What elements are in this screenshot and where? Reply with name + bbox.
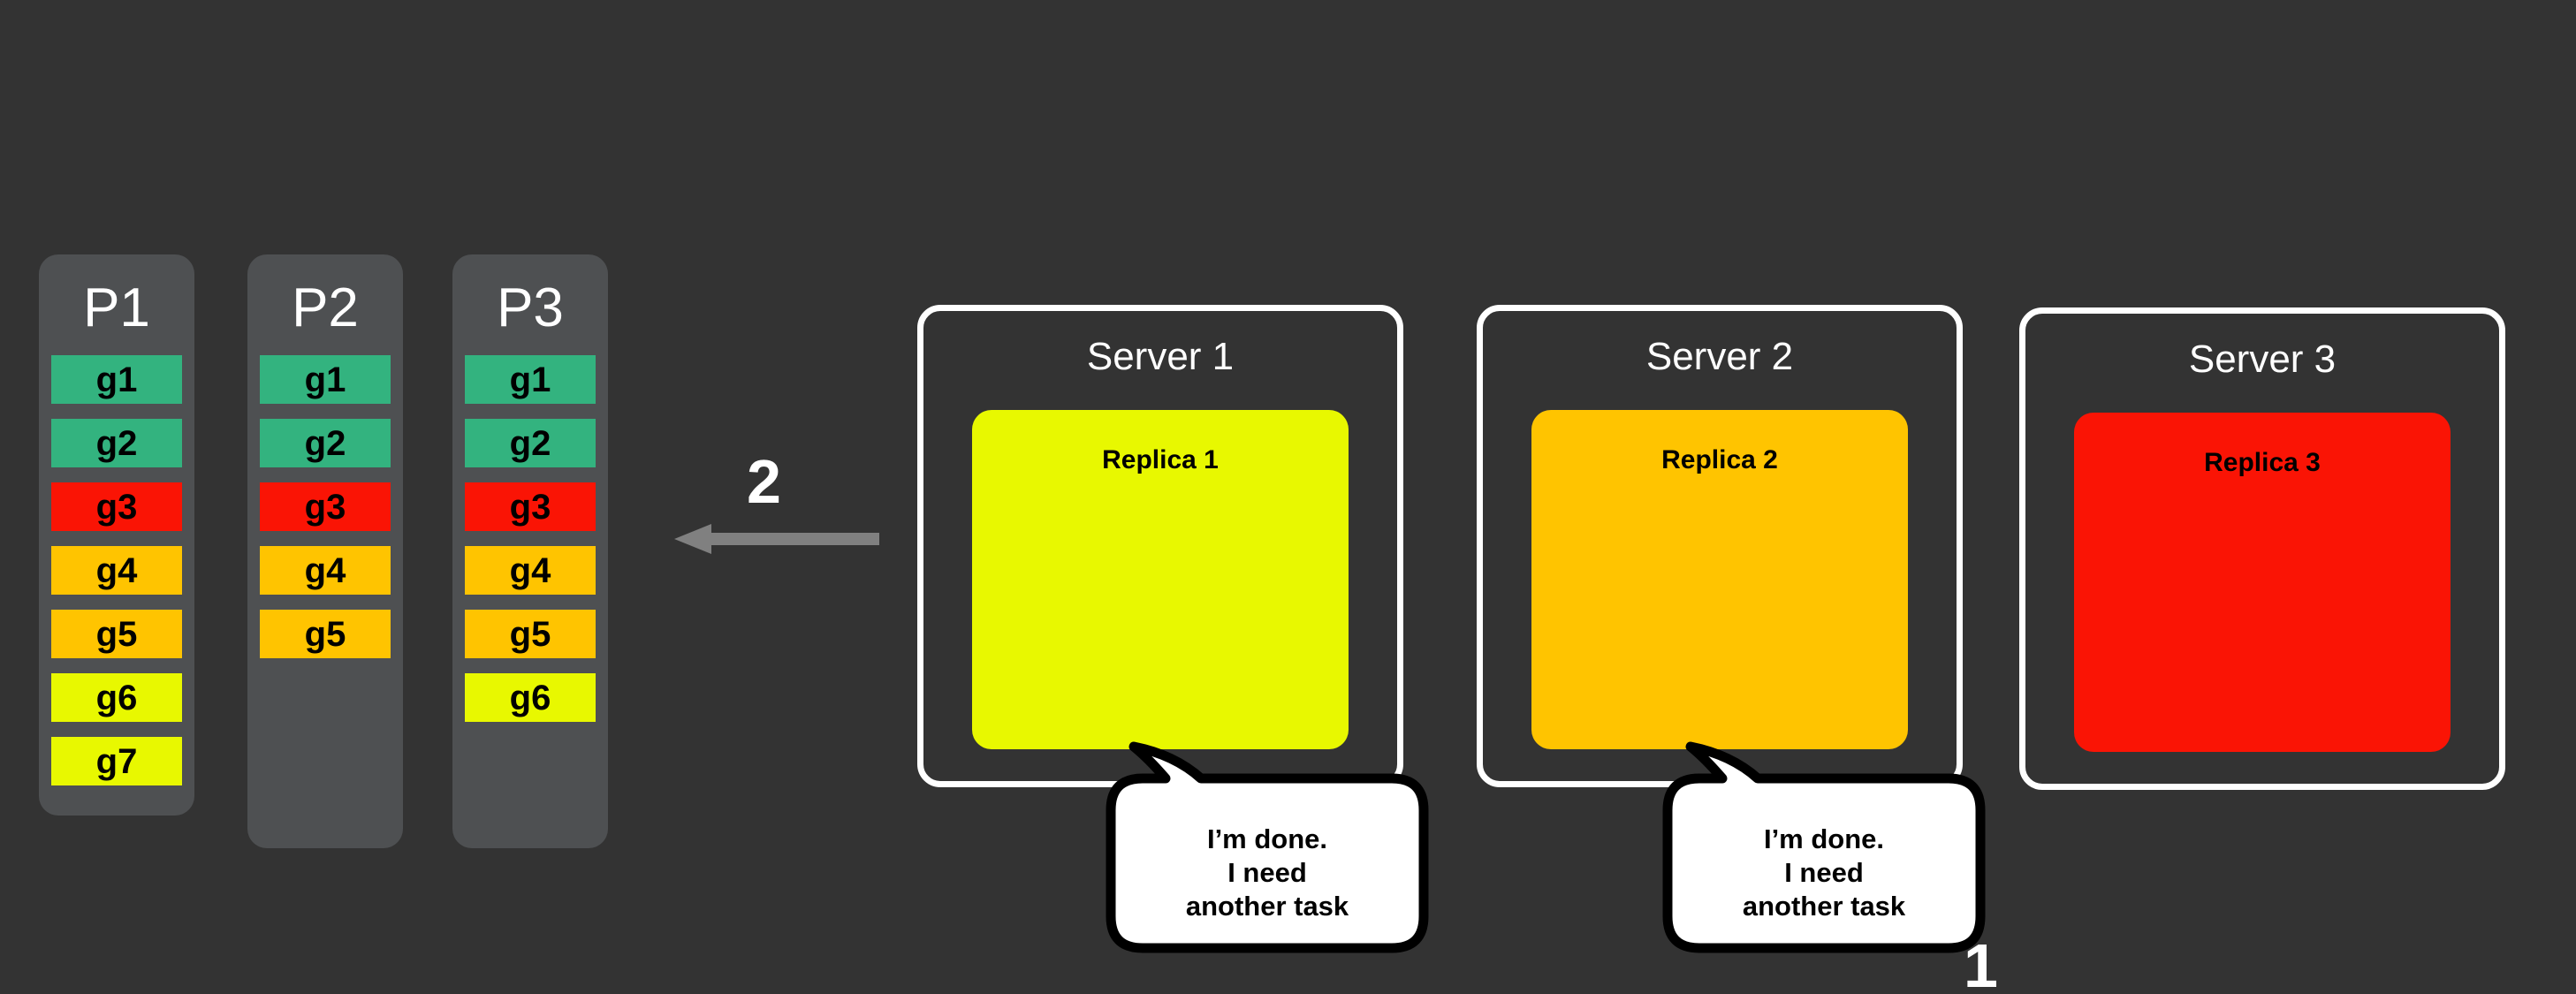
partition-title-p2: P2 [292, 277, 359, 338]
replica-label-1: Replica 1 [1102, 445, 1219, 474]
partition-title-p3: P3 [497, 277, 564, 338]
speech-bubble-server-1[interactable]: I’m done. I need another task [1106, 741, 1429, 953]
task-list-p3: g1 g2 g3 g4 g5 g6 [452, 355, 608, 752]
task-block[interactable]: g5 [465, 610, 596, 658]
server-panel-3[interactable]: Server 3 Replica 3 [2019, 307, 2505, 790]
task-list-p1: g1 g2 g3 g4 g5 g6 g7 [39, 355, 194, 816]
task-block[interactable]: g6 [51, 673, 182, 722]
server-panel-2[interactable]: Server 2 Replica 2 [1477, 305, 1963, 787]
task-block[interactable]: g4 [51, 546, 182, 595]
speech-bubble-shape [1662, 741, 1986, 953]
task-block[interactable]: g4 [465, 546, 596, 595]
replica-wrapper-3: Replica 3 [2025, 379, 2499, 785]
task-block[interactable]: g2 [465, 419, 596, 467]
task-block[interactable]: g2 [260, 419, 391, 467]
speech-bubble-text-2: I’m done. I need another task [1742, 823, 1906, 922]
task-block[interactable]: g1 [465, 355, 596, 404]
task-block[interactable]: g3 [465, 482, 596, 531]
left-arrow-icon [674, 524, 879, 554]
replica-box-3[interactable]: Replica 3 [2074, 413, 2451, 752]
task-block[interactable]: g2 [51, 419, 182, 467]
partition-column-p1[interactable]: P1 g1 g2 g3 g4 g5 g6 g7 [39, 254, 194, 816]
replica-box-2[interactable]: Replica 2 [1531, 410, 1908, 749]
server-title-1: Server 1 [1086, 335, 1235, 378]
replica-wrapper-1: Replica 1 [923, 376, 1397, 783]
task-block[interactable]: g4 [260, 546, 391, 595]
task-block[interactable]: g5 [51, 610, 182, 658]
server-panel-1[interactable]: Server 1 Replica 1 [917, 305, 1403, 787]
partition-column-p3[interactable]: P3 g1 g2 g3 g4 g5 g6 [452, 254, 608, 848]
speech-bubble-server-2[interactable]: I’m done. I need another task [1662, 741, 1986, 953]
task-block[interactable]: g1 [260, 355, 391, 404]
replica-label-2: Replica 2 [1661, 445, 1778, 474]
server-title-2: Server 2 [1645, 335, 1794, 378]
task-block[interactable]: g1 [51, 355, 182, 404]
replica-wrapper-2: Replica 2 [1483, 376, 1957, 783]
replica-box-1[interactable]: Replica 1 [972, 410, 1349, 749]
speech-bubble-text-1: I’m done. I need another task [1185, 823, 1349, 922]
task-block[interactable]: g7 [51, 737, 182, 785]
speech-bubble-shape [1106, 741, 1429, 953]
task-block[interactable]: g6 [465, 673, 596, 722]
step-label-2: 2 [747, 447, 781, 516]
task-block[interactable]: g3 [51, 482, 182, 531]
task-list-p2: g1 g2 g3 g4 g5 [247, 355, 403, 688]
partition-title-p1: P1 [83, 277, 150, 338]
task-block[interactable]: g3 [260, 482, 391, 531]
replica-label-3: Replica 3 [2204, 448, 2321, 477]
task-block[interactable]: g5 [260, 610, 391, 658]
server-title-3: Server 3 [2188, 338, 2337, 381]
partition-column-p2[interactable]: P2 g1 g2 g3 g4 g5 [247, 254, 403, 848]
